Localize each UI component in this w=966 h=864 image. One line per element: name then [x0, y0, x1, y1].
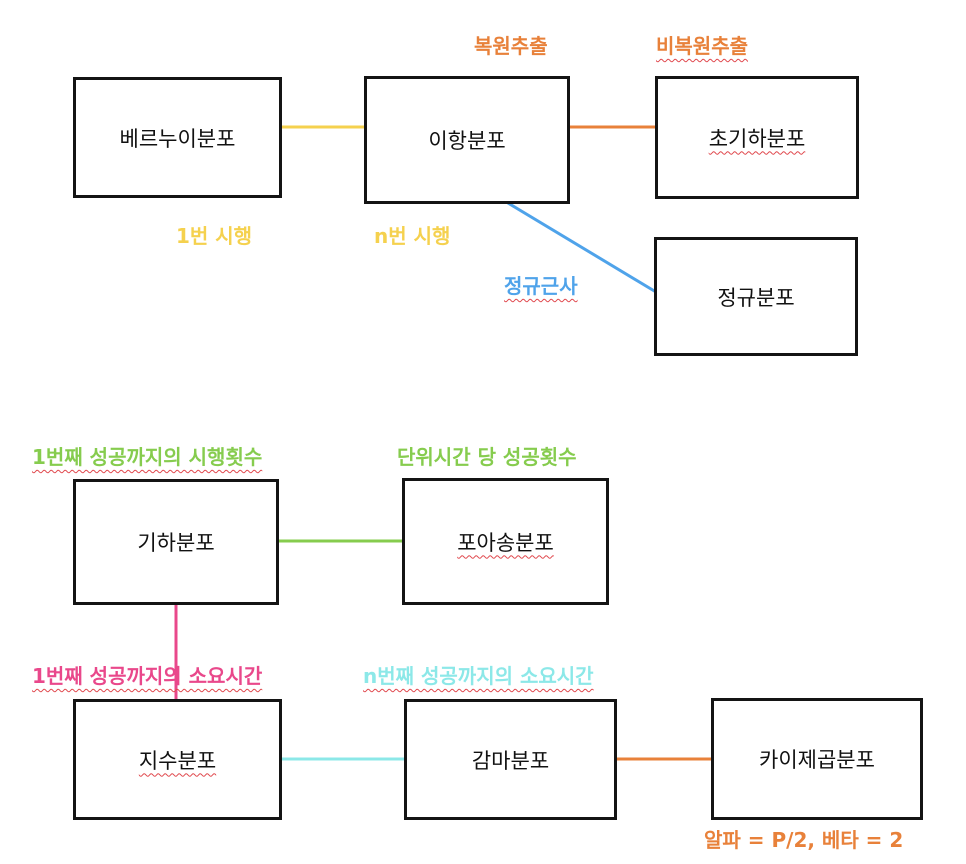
binomial-distribution-label: 이항분포 [428, 129, 506, 153]
time-until-nth-success-label: n번째 성공까지의 소요시간 [363, 664, 594, 688]
hypergeometric-distribution-node: 초기하분포 [655, 76, 859, 199]
chisquare-distribution-node: 카이제곱분포 [711, 698, 923, 820]
successes-per-unit-time-label: 단위시간 당 성공횟수 [397, 445, 577, 469]
normal-approximation-label: 정규근사 [504, 274, 578, 298]
with-replacement-label: 복원추출 [474, 34, 548, 58]
chisquare-distribution-label: 카이제곱분포 [759, 748, 875, 772]
n-trials-label: n번 시행 [374, 224, 451, 248]
hypergeometric-distribution-label: 초기하분포 [708, 126, 806, 151]
exponential-distribution-label: 지수분포 [138, 748, 217, 773]
gamma-distribution-node: 감마분포 [404, 699, 617, 820]
normal-distribution-node: 정규분포 [654, 237, 858, 356]
binomial-distribution-node: 이항분포 [364, 76, 570, 204]
without-replacement-label: 비복원추출 [656, 34, 748, 58]
poisson-distribution-node: 포아송분포 [402, 478, 609, 605]
geometric-distribution-label: 기하분포 [137, 531, 215, 555]
exponential-distribution-node: 지수분포 [73, 699, 282, 820]
bernoulli-distribution-label: 베르누이분포 [119, 126, 236, 151]
binomial-normal-connector [506, 201, 658, 294]
alpha-beta-parameters-label: 알파 = P/2, 베타 = 2 [704, 828, 904, 852]
trials-until-first-success-label: 1번째 성공까지의 시행횟수 [32, 445, 263, 469]
normal-distribution-label: 정규분포 [717, 285, 795, 310]
geometric-distribution-node: 기하분포 [73, 479, 279, 605]
gamma-distribution-label: 감마분포 [471, 748, 550, 773]
time-until-first-success-label: 1번째 성공까지의 소요시간 [32, 664, 263, 688]
bernoulli-distribution-node: 베르누이분포 [73, 77, 282, 198]
one-trial-label: 1번 시행 [176, 224, 253, 248]
poisson-distribution-label: 포아송분포 [457, 530, 554, 555]
